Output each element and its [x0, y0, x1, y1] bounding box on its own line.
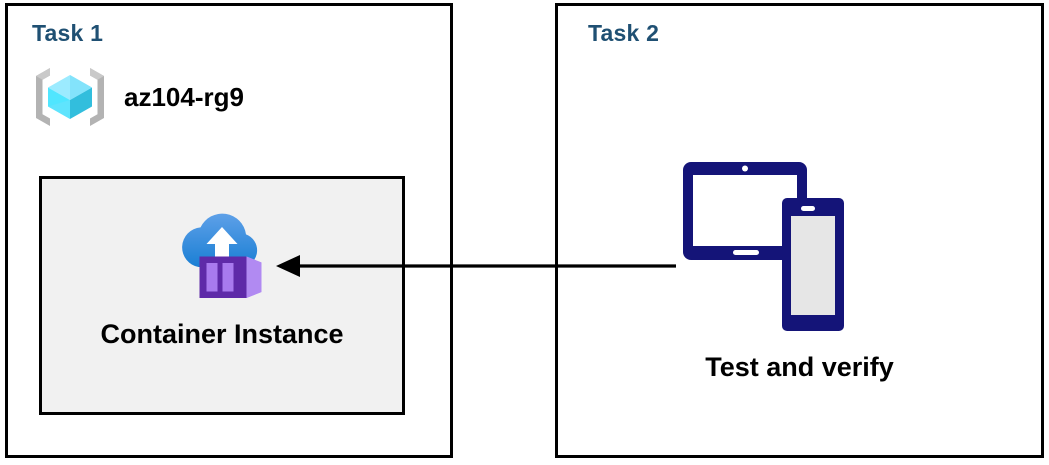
panel-task-2-title: Task 2 — [588, 20, 660, 46]
container-instance-card: Container Instance — [39, 176, 405, 415]
container-instance-label: Container Instance — [100, 319, 344, 349]
resource-group-icon — [30, 62, 110, 132]
resource-group-row: az104-rg9 — [30, 62, 244, 132]
test-and-verify-label: Test and verify — [705, 352, 894, 382]
panel-task-1-title: Task 1 — [32, 20, 104, 46]
resource-group-label: az104-rg9 — [124, 82, 244, 112]
